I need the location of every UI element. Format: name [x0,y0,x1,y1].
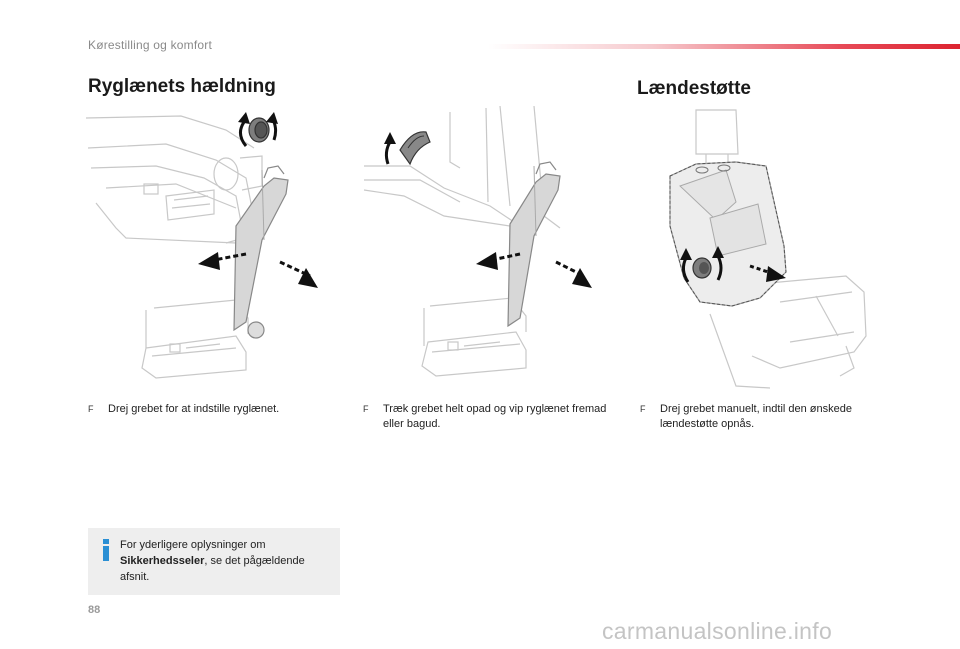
instruction-recline-lever: F Træk grebet helt opad og vip ryglænet … [363,402,611,432]
bullet-marker: F [640,404,646,414]
lumbar-support-illustration [669,109,867,389]
instruction-lumbar: F Drej grebet manuelt, indtil den ønsked… [640,402,880,432]
instruction-text: Drej grebet manuelt, indtil den ønskede … [660,403,852,430]
info-icon [103,539,109,561]
watermark: carmanualsonline.info [602,618,833,644]
instruction-text: Træk grebet helt opad og vip ryglænet fr… [383,403,607,430]
info-text-emphasis: Sikkerhedsseler [120,555,205,567]
info-text: For yderligere oplysninger om Sikkerheds… [120,537,332,585]
bullet-marker: F [88,404,94,414]
chapter-title: Kørestilling og komfort [88,38,212,52]
recline-lever-illustration [363,106,592,377]
header-accent-bar [488,44,960,49]
recline-knob-illustration [86,112,318,379]
info-text-intro: For yderligere oplysninger om [120,539,266,551]
bullet-marker: F [363,404,369,414]
info-box: For yderligere oplysninger om Sikkerheds… [88,528,340,595]
instruction-recline-knob: F Drej grebet for at indstille ryglænet. [88,402,340,417]
section-title-lumbar: Lændestøtte [637,78,751,99]
page-number: 88 [88,604,101,616]
info-text-outro: , se det pågældende afsnit. [120,555,305,583]
instruction-text: Drej grebet for at indstille ryglænet. [108,403,280,415]
section-title-recline: Ryglænets hældning [88,76,276,97]
